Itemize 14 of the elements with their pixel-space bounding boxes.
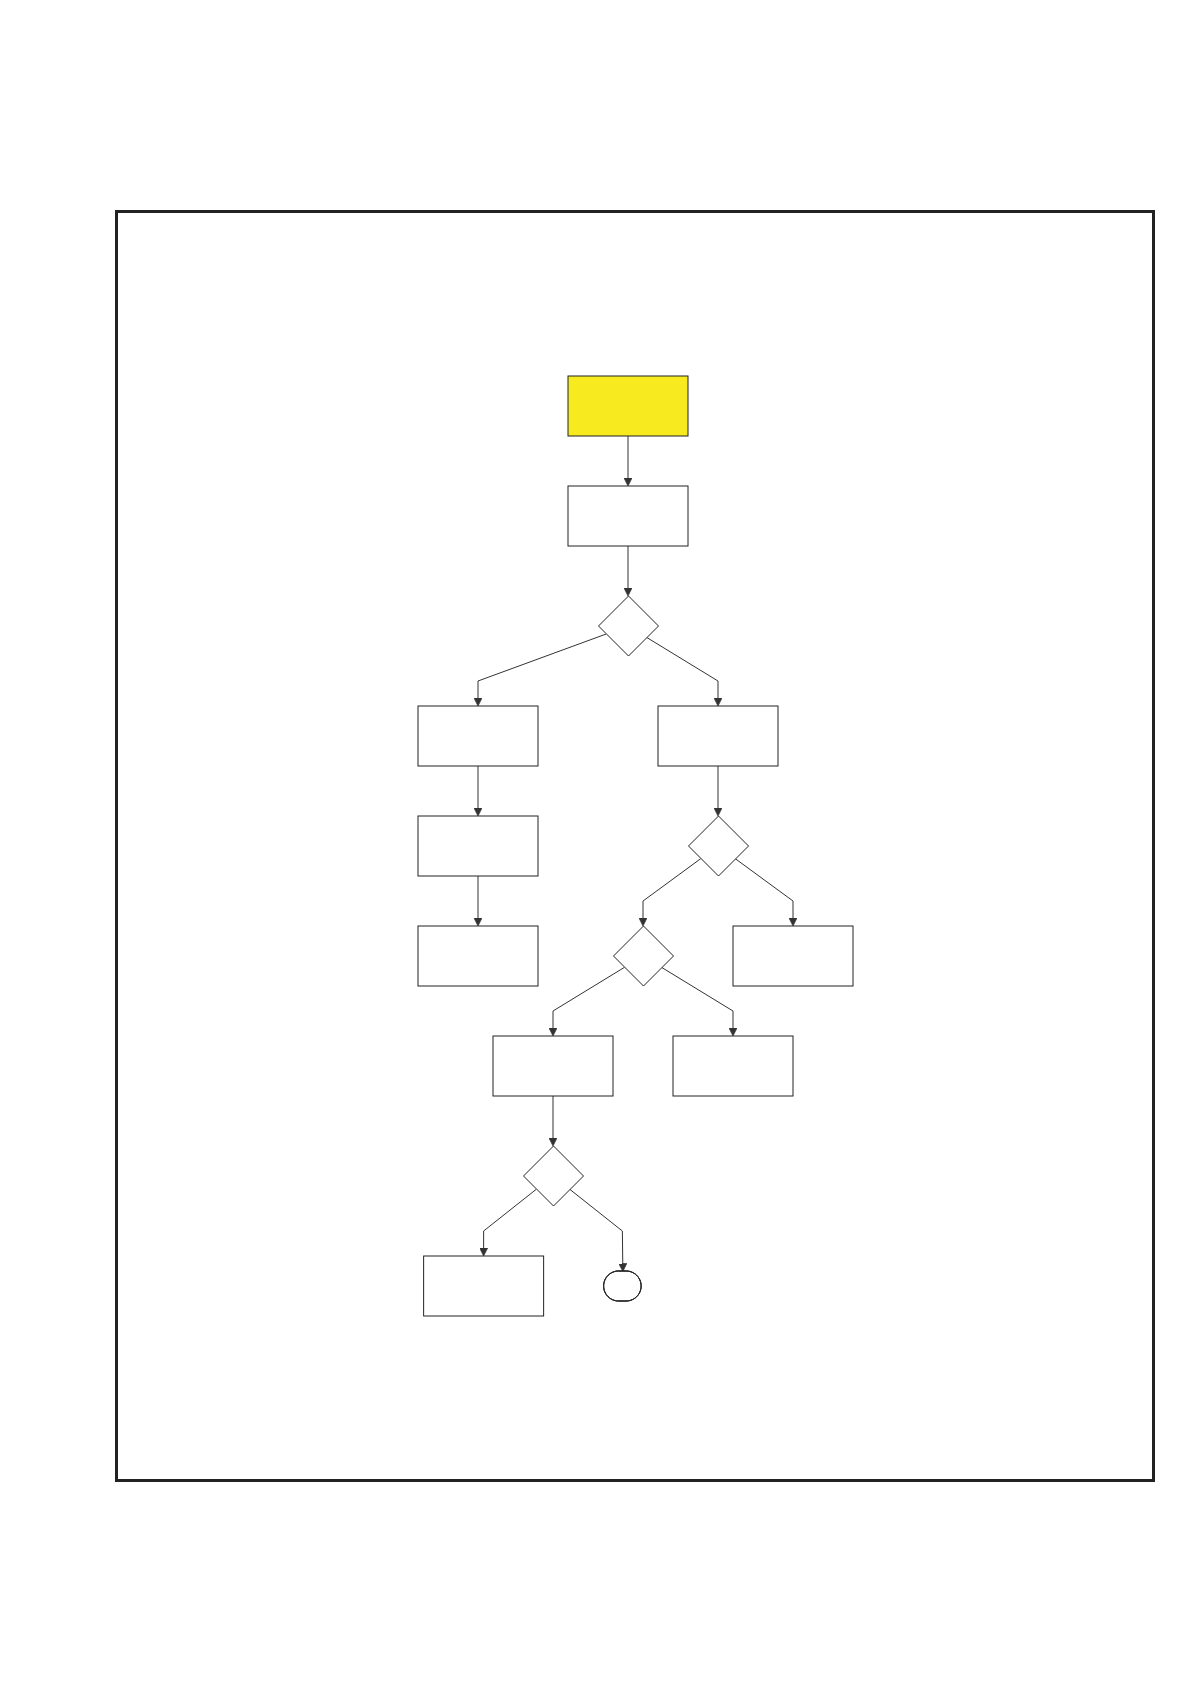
arrow [623,435,632,487]
arrow [734,858,797,927]
arrow [638,858,701,927]
arrow [645,636,722,707]
arrow [623,545,632,597]
arrow [713,765,722,817]
arrow [568,1188,627,1272]
arrow [473,875,482,927]
arrow [478,1188,537,1257]
arrow [548,966,625,1037]
arrow [660,966,737,1037]
arrow [473,765,482,817]
arrow [548,1095,557,1147]
arrow [473,633,607,707]
